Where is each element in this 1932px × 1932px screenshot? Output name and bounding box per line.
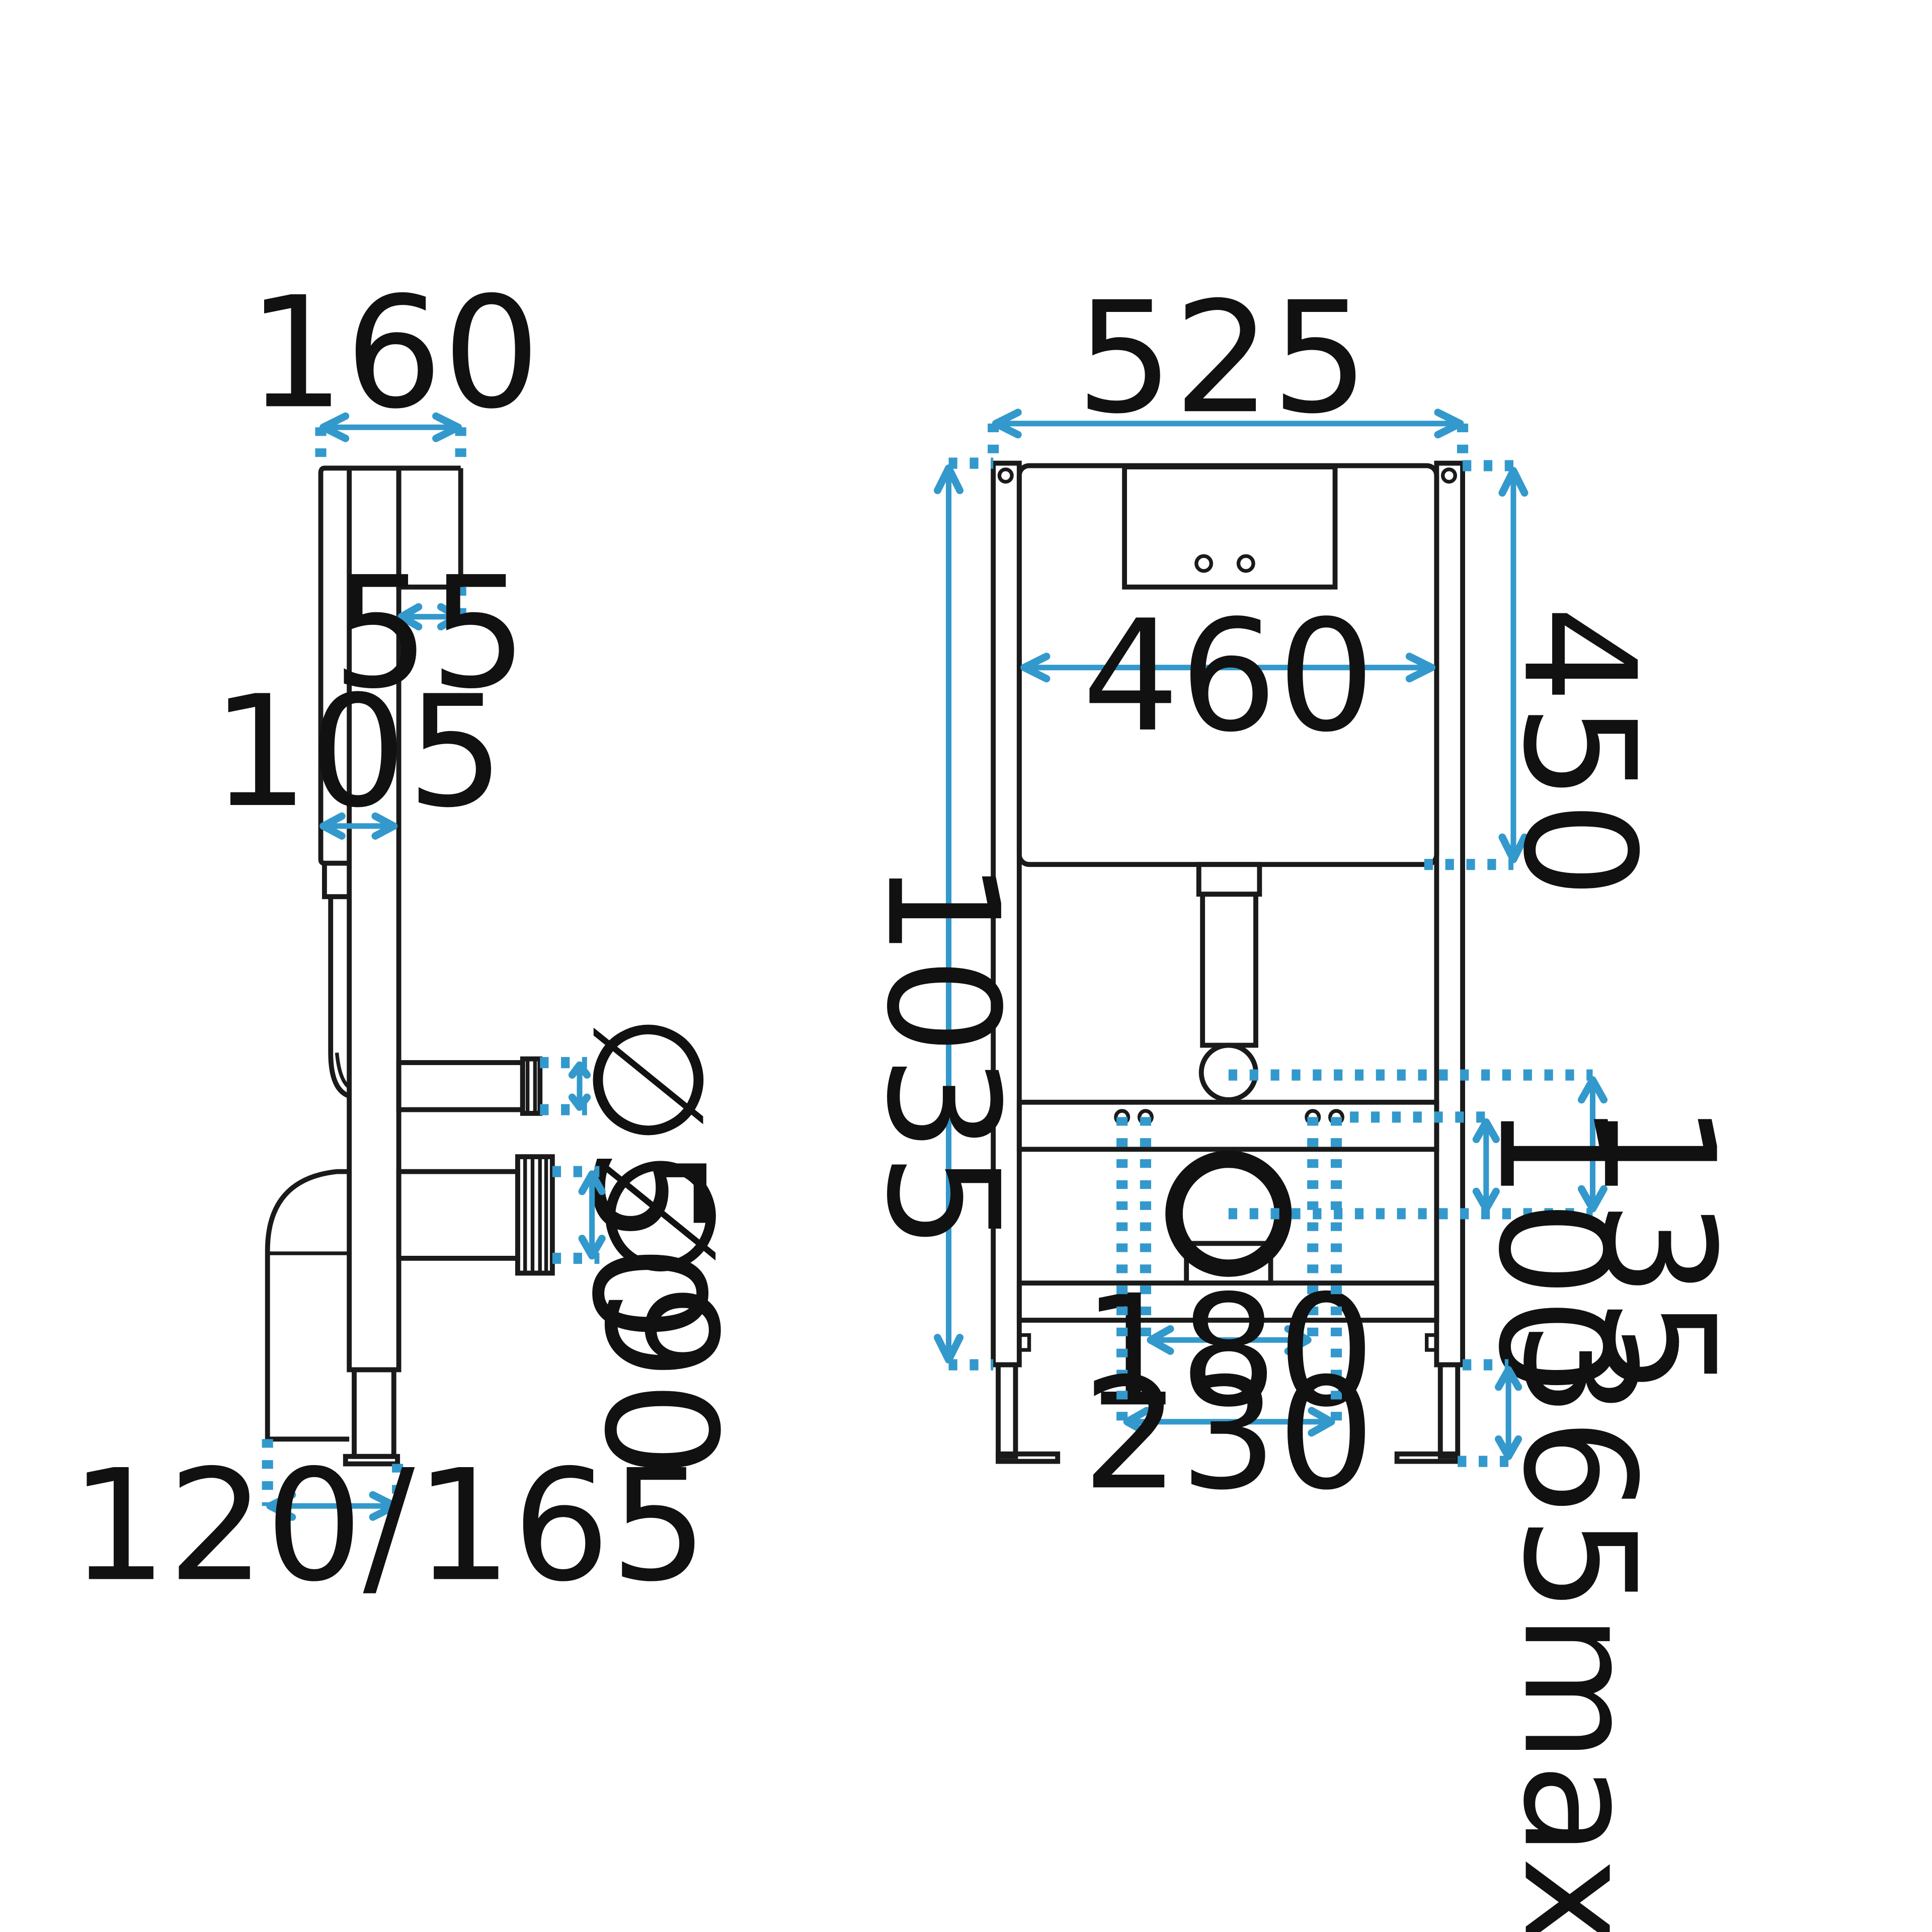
dimension-diameter-90: ∅90: [552, 1149, 749, 1479]
dimension-100: 100: [1350, 1102, 1643, 1396]
dimension-1035: 1035: [853, 457, 1031, 1371]
side-view: 160 55 105 120/165: [70, 264, 749, 1615]
dimension-160: 160: [247, 264, 540, 468]
dimension-135: 135: [1228, 1069, 1747, 1396]
front-view: 525 460 450 1035: [853, 269, 1747, 1932]
dim-label-525: 525: [1076, 269, 1369, 447]
dim-label-160: 160: [247, 264, 540, 442]
front-frame-outline: [991, 460, 1466, 1464]
outlet-ring: [1165, 1150, 1292, 1277]
dimension-450: 450: [1424, 460, 1668, 899]
dimension-230: 230: [1082, 1117, 1376, 1523]
dim-label-230: 230: [1082, 1345, 1376, 1523]
side-frame-outline: [265, 465, 555, 1467]
dim-label-365max: 365max: [1490, 1320, 1668, 1932]
dimension-460: 460: [1020, 587, 1435, 766]
dimension-55: 55: [332, 544, 527, 722]
dimension-105: 105: [211, 663, 505, 841]
dim-label-460: 460: [1082, 587, 1376, 766]
dimension-180: 180: [1082, 1117, 1376, 1440]
dim-label-120-165: 120/165: [70, 1436, 708, 1615]
dimension-525: 525: [988, 269, 1469, 463]
dim-label-105: 105: [211, 663, 505, 841]
dimension-120-165: 120/165: [70, 1436, 708, 1615]
dim-label-55: 55: [332, 544, 527, 722]
dim-label-135: 135: [1569, 1102, 1747, 1396]
dim-label-diameter-90: ∅90: [571, 1149, 749, 1478]
dim-label-100: 100: [1465, 1102, 1643, 1396]
dim-label-180: 180: [1082, 1262, 1376, 1440]
dim-label-450: 450: [1490, 606, 1668, 899]
dimension-365max: 365max: [1458, 1320, 1668, 1932]
dim-label-1035: 1035: [853, 859, 1031, 1250]
